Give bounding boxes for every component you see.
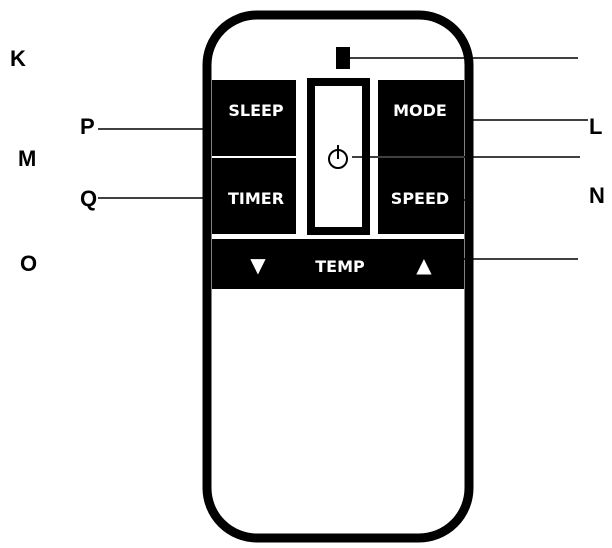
callout-l: L [589,114,602,139]
mode-button[interactable]: MODE [393,101,447,120]
timer-button[interactable]: TIMER [228,189,284,208]
callout-o: O [20,251,37,276]
temp-down-button[interactable]: ▼ [250,253,266,277]
temp-label: TEMP [315,257,365,276]
callout-k: K [10,46,26,71]
callout-n: N [589,183,605,208]
speed-button[interactable]: SPEED [391,189,449,208]
callout-q: Q [80,186,97,211]
power-icon [328,145,348,169]
callout-m: M [18,146,36,171]
temp-bar [212,239,464,289]
indicator-light-icon [336,47,350,69]
callout-p: P [80,114,95,139]
sleep-button[interactable]: SLEEP [228,101,284,120]
temp-up-button[interactable]: ▲ [416,253,432,277]
